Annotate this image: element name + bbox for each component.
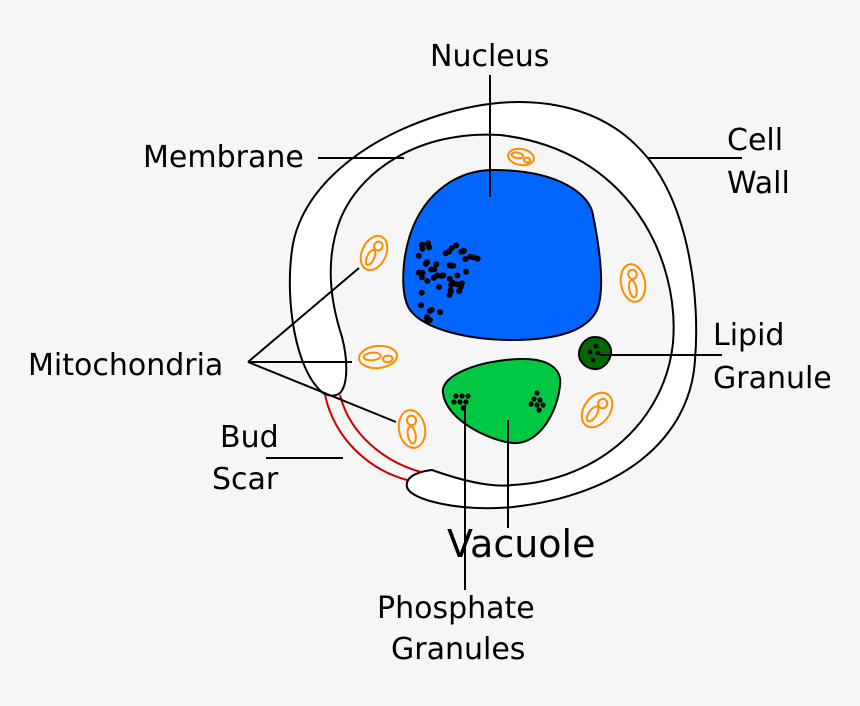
mitochondria-group [358, 147, 647, 449]
nucleolus-dot [418, 274, 425, 281]
phosphate-granule-dots [451, 390, 546, 413]
label-phosphate-line1: Phosphate [377, 591, 535, 626]
mitochondrion [580, 391, 614, 429]
mitochondrion [358, 344, 398, 370]
nucleolus-dot [462, 256, 469, 263]
label-phosphate-line2: Granules [391, 632, 525, 667]
label-lipid-line1: Lipid [713, 318, 784, 353]
nucleolus-dot [446, 275, 453, 282]
bud-scar-inner [339, 394, 422, 473]
label-bud-line2: Scar [212, 462, 279, 497]
label-bud-line1: Bud [220, 420, 279, 455]
mitochondrion [359, 234, 389, 272]
nucleolus-dot [446, 292, 453, 298]
nucleolus-dot [448, 262, 455, 269]
bud-scar-outer [324, 394, 408, 481]
nucleolus-dot [418, 289, 425, 296]
nucleolus-dot [436, 284, 443, 291]
nucleolus-dot [427, 317, 434, 323]
nucleolus-dot [428, 266, 435, 273]
nucleolus-dot [453, 281, 460, 288]
label-membrane: Membrane [143, 140, 304, 175]
cell-wall [288, 101, 698, 510]
nucleolus-dot [426, 308, 433, 314]
phosphate-granule-dot [463, 399, 469, 405]
nucleolus-dot [424, 259, 431, 266]
phosphate-granule-dot [536, 407, 542, 413]
nucleus [402, 168, 603, 342]
nucleolus-dot [463, 268, 470, 275]
nucleolus-dot [424, 240, 431, 247]
phosphate-granule-dot [465, 393, 471, 399]
nucleolus-dot [419, 245, 426, 252]
phosphate-granule-dot [537, 397, 543, 403]
mitochondrion [397, 409, 427, 449]
vacuole [441, 357, 562, 445]
nucleolus-dots [415, 240, 481, 325]
nucleolus-dot [424, 278, 431, 284]
leader-lines [247, 75, 742, 590]
phosphate-granule-dot [453, 393, 459, 399]
label-mitochondria: Mitochondria [28, 348, 223, 383]
nucleolus-dot [434, 272, 441, 279]
phosphate-granule-dot [451, 399, 457, 405]
phosphate-granule-dot [534, 402, 540, 408]
label-cell-wall-line1: Cell [727, 123, 783, 158]
nucleolus-dot [454, 272, 461, 279]
nucleolus-dot [458, 248, 465, 255]
nucleolus-dot [437, 309, 444, 316]
phosphate-granule-dot [459, 393, 465, 399]
nucleolus-dot [448, 245, 455, 251]
nucleolus-dot [442, 250, 449, 257]
nucleolus-dot [433, 261, 440, 268]
nucleolus-dot [419, 269, 426, 276]
nucleolus-dot [418, 302, 425, 309]
nucleolus-dot [470, 254, 477, 261]
mitochondrion [619, 263, 647, 303]
phosphate-granule-dot [531, 396, 537, 402]
mitochondrion [507, 147, 535, 167]
phosphate-granule-dot [457, 399, 463, 405]
label-nucleus: Nucleus [430, 39, 549, 74]
nucleolus-dot [447, 287, 454, 294]
label-vacuole: Vacuole [447, 522, 596, 566]
label-cell-wall-line2: Wall [727, 166, 790, 201]
lipid-granule [577, 335, 613, 371]
phosphate-granule-dot [528, 401, 534, 407]
phosphate-granule-dot [540, 402, 546, 408]
label-lipid-line2: Granule [713, 361, 832, 396]
nucleolus-dot [415, 252, 422, 259]
phosphate-granule-dot [534, 390, 540, 396]
